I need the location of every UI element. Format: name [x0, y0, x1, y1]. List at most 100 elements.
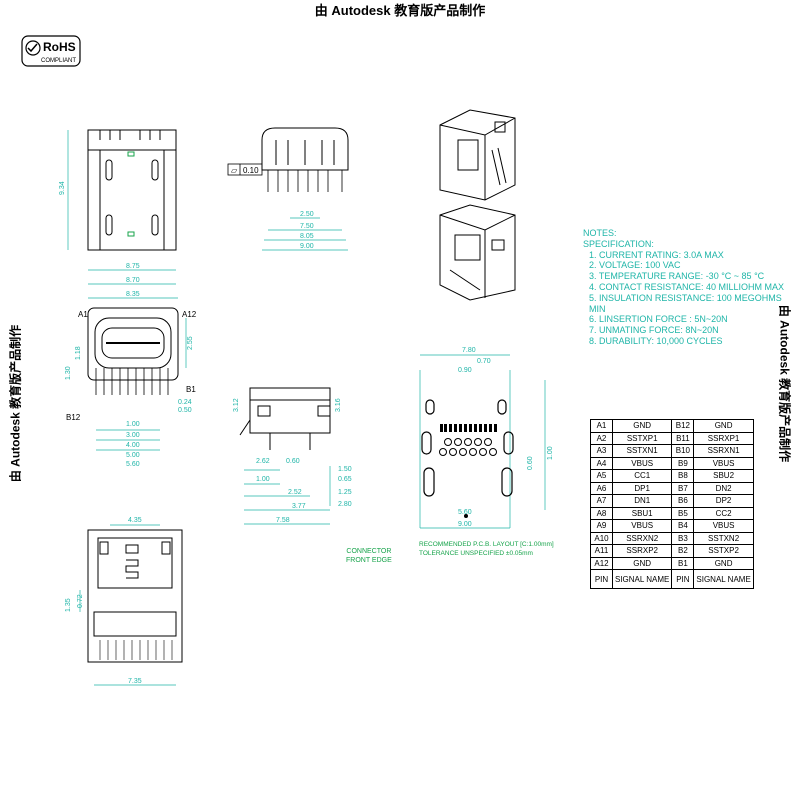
pin-id-cell: B8 [671, 469, 695, 483]
pin-id-cell: A2 [590, 431, 613, 445]
pcb-layout [419, 354, 546, 529]
dim-side-i: 1.25 [338, 489, 352, 496]
signal-name-cell: GND [693, 556, 754, 570]
dim-side-j: 2.80 [338, 501, 352, 508]
dim-pcb-b: 0.90 [458, 367, 472, 374]
signal-name-cell: VBUS [611, 519, 673, 533]
dim-pcb-a: 0.70 [477, 358, 491, 365]
dim-side-c: 1.00 [256, 476, 270, 483]
dim-pcb-e: 0.60 [527, 456, 534, 470]
note-item: 6. LINSERTION FORCE : 5N~20N [589, 314, 728, 325]
dim-bot-h1: 1.35 [65, 598, 72, 612]
note-item: 8. DURABILITY: 10,000 CYCLES [589, 335, 723, 346]
dim-front-p5: 5.60 [126, 461, 140, 468]
connector-label-line2: FRONT EDGE [346, 557, 392, 564]
signal-name-cell: CC1 [611, 469, 673, 483]
dim-side-e: 3.77 [292, 503, 306, 510]
notes-spec: SPECIFICATION: [583, 238, 654, 249]
signal-name-cell: CC2 [693, 506, 754, 520]
dim-front-p2: 3.00 [126, 432, 140, 439]
top-view [67, 129, 177, 285]
signal-name-cell: SSTXP2 [693, 544, 754, 558]
dim-bot-w2: 7.35 [128, 678, 142, 685]
note-item: 2. VOLTAGE: 100 VAC [589, 260, 681, 271]
signal-name-cell: VBUS [693, 456, 754, 470]
dim-side-d: 2.52 [288, 489, 302, 496]
tolerance-value: 0.10 [243, 166, 259, 175]
dim-pcb-c: 5.60 [458, 509, 472, 516]
pin-id-cell: A10 [590, 531, 613, 545]
signal-name-cell: SSTXN1 [611, 444, 673, 458]
dim-front-s2: 0.50 [178, 407, 192, 414]
dim-pcb-d: 9.00 [458, 521, 472, 528]
notes-block: NOTES: SPECIFICATION: 1. CURRENT RATING:… [583, 228, 800, 347]
rohs-logo: RoHS COMPLIANT [21, 35, 81, 67]
note-item: 1. CURRENT RATING: 3.0A MAX [589, 249, 724, 260]
recommended-line1: RECOMMENDED P.C.B. LAYOUT [C:1.00mm] [419, 541, 554, 548]
side-view [239, 387, 331, 525]
tolerance-frame: ▱ 0.10 [227, 163, 263, 176]
iso-view-bottom [439, 204, 516, 301]
dim-front-p1: 1.00 [126, 421, 140, 428]
rohs-title: RoHS [43, 40, 76, 54]
connector-front-edge-label: CONNECTOR FRONT EDGE [346, 547, 392, 565]
pin-id-cell: A7 [590, 494, 613, 508]
label-b1: B1 [186, 385, 196, 394]
signal-name-cell: GND [611, 556, 673, 570]
dim-side-h: 3.16 [335, 398, 342, 412]
signal-name-cell: SSRXP1 [693, 431, 754, 445]
dim-side-a: 2.62 [256, 458, 270, 465]
recommended-line2: TOLERANCE UNSPECIFIED ±0.05mm [419, 550, 533, 557]
dim-front-p3: 4.00 [126, 442, 140, 449]
connector-label-line1: CONNECTOR [346, 548, 392, 555]
pin-id-cell: B5 [671, 506, 695, 520]
dim-rear-p3: 8.05 [300, 233, 314, 240]
pin-id-cell: A1 [590, 419, 613, 433]
dim-front-s1: 0.24 [178, 399, 192, 406]
dim-bot-h2: 0.72 [77, 594, 84, 608]
pin-id-cell: PIN [671, 569, 695, 589]
sheet-header: 由 Autodesk 教育版产品制作 [314, 3, 486, 18]
signal-name-cell: VBUS [693, 519, 754, 533]
dim-side-f: 7.58 [276, 517, 290, 524]
notes-title: NOTES: [583, 228, 617, 238]
pin-id-cell: B1 [671, 556, 695, 570]
dim-top-w2: 8.70 [126, 277, 140, 284]
signal-name-cell: SBU1 [611, 506, 673, 520]
pin-id-cell: B6 [671, 494, 695, 508]
dim-front-h3: 2.55 [187, 336, 194, 350]
dim-top-w1: 8.75 [126, 263, 140, 270]
rear-view [261, 127, 349, 251]
signal-name-cell: SBU2 [693, 469, 754, 483]
dim-front-h1: 1.18 [75, 346, 82, 360]
pin-id-cell: A6 [590, 481, 613, 495]
signal-name-cell: DP2 [693, 494, 754, 508]
note-item: 4. CONTACT RESISTANCE: 40 MILLIOHM MAX [589, 281, 785, 292]
pin-id-cell: A4 [590, 456, 613, 470]
recommended-pcb-label: RECOMMENDED P.C.B. LAYOUT [C:1.00mm] TOL… [419, 540, 554, 558]
note-item: 5. INSULATION RESISTANCE: 100 MEGOHMS MI… [589, 292, 782, 314]
signal-name-cell: SSRXP2 [611, 544, 673, 558]
dim-pcb-top: 7.80 [462, 347, 476, 354]
dim-front-h2: 1.30 [65, 366, 72, 380]
note-item: 7. UNMATING FORCE: 8N~20N [589, 325, 719, 336]
pin-id-cell: A5 [590, 469, 613, 483]
pin-id-cell: A9 [590, 519, 613, 533]
dim-rear-p4: 9.00 [300, 243, 314, 250]
signal-name-cell: GND [611, 419, 673, 433]
signal-name-cell: SSRXN2 [611, 531, 673, 545]
dim-rear-p1: 2.50 [300, 211, 314, 218]
pin-id-cell: A3 [590, 444, 613, 458]
label-b12: B12 [66, 413, 81, 422]
